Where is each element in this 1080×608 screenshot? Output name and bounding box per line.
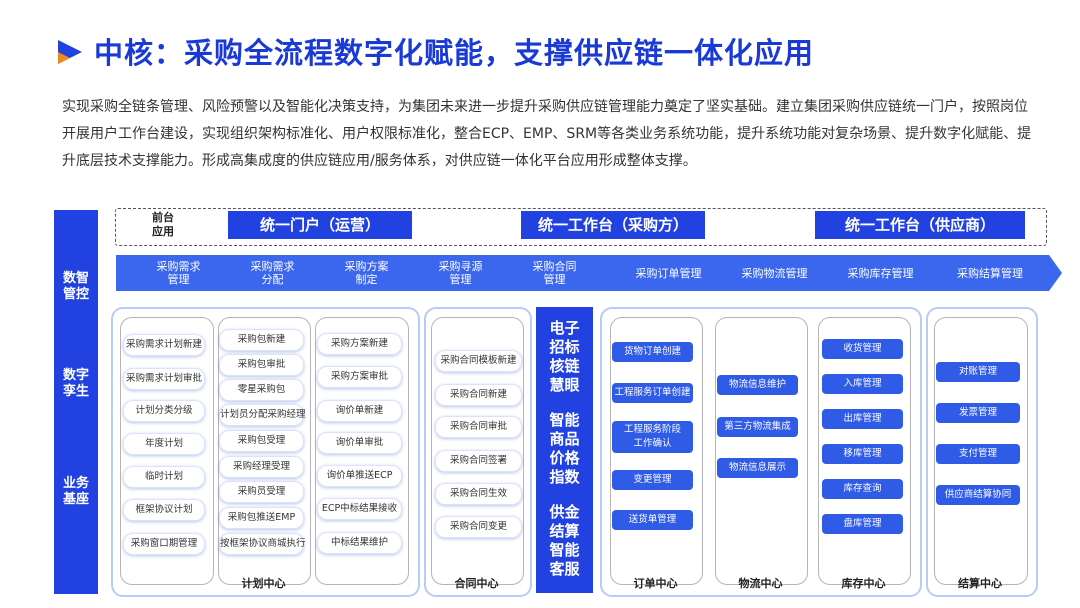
list-item: 采购方案审批 <box>317 366 402 388</box>
contract-center-label: 合同中心 <box>454 577 499 590</box>
list-item: 对账管理 <box>936 362 1020 382</box>
list-item: 采购合同变更 <box>435 516 522 538</box>
intelligent-services-block: 电子 招标 核链 慧眼 智能 商品 价格 指数 供金 结算 智能 客服 <box>536 307 593 593</box>
list-item: 支付管理 <box>936 444 1020 464</box>
list-item: 移库管理 <box>822 444 903 464</box>
list-item: 变更管理 <box>612 470 693 490</box>
list-item: 库存查询 <box>822 479 903 499</box>
portal-buyer-workbench: 统一工作台（采购方） <box>521 211 705 239</box>
layer-label-smart-control: 数智 管控 <box>62 271 89 302</box>
list-item: 框架协议计划 <box>123 499 205 521</box>
list-item: 采购需求计划新建 <box>123 334 205 356</box>
list-item: 工程服务订单创建 <box>612 383 693 403</box>
list-item: 盘库管理 <box>822 514 903 534</box>
list-item: 供应商结算协同 <box>936 485 1020 505</box>
list-item: 出库管理 <box>822 409 903 429</box>
list-item: 年度计划 <box>123 433 205 455</box>
list-item: 询价单推送ECP <box>317 465 402 487</box>
settlement-center-label: 结算中心 <box>958 577 1002 590</box>
list-item: 货物订单创建 <box>612 342 693 362</box>
service-price-index: 智能 商品 价格 指数 <box>549 411 580 486</box>
list-item: 采购窗口期管理 <box>123 533 205 555</box>
order-center-label: 订单中心 <box>633 577 678 590</box>
title-play-icon <box>58 40 82 64</box>
intro-paragraph: 实现采购全链条管理、风险预警以及智能化决策支持，为集团未来进一步提升采购供应链管… <box>62 99 1032 169</box>
list-item: 工程服务阶段 工作确认 <box>612 421 693 453</box>
list-item: 采购包受理 <box>219 430 304 452</box>
inventory-center-label: 库存中心 <box>841 577 886 590</box>
list-item: 采购合同模板新建 <box>435 350 522 372</box>
list-item: 采购合同审批 <box>435 416 522 438</box>
service-finance-support: 供金 结算 智能 客服 <box>549 503 580 578</box>
process-step-settlement: 采购结算管理 <box>918 255 1062 291</box>
layer-column: 数智 管控 数字 孪生 业务 基座 <box>54 210 98 594</box>
list-item: 采购合同生效 <box>435 483 522 505</box>
list-item: 第三方物流集成 <box>717 417 798 437</box>
portal-supplier-workbench: 统一工作台（供应商） <box>815 211 1025 239</box>
logistics-col <box>715 317 808 585</box>
list-item: 中标结果维护 <box>317 532 402 554</box>
front-app-label: 前台 应用 <box>152 211 174 238</box>
plan-center-label: 计划中心 <box>241 577 286 590</box>
list-item: 采购包新建 <box>219 329 304 351</box>
list-item: 按框架协议商城执行 <box>219 533 306 555</box>
list-item: 采购包审批 <box>219 354 304 376</box>
list-item: 临时计划 <box>123 466 205 488</box>
list-item: 物流信息展示 <box>717 458 798 478</box>
list-item: 采购方案新建 <box>317 333 402 355</box>
page-title: 中核：采购全流程数字化赋能，支撑供应链一体化应用 <box>94 36 815 70</box>
list-item: 采购需求计划审批 <box>123 368 205 390</box>
service-bidding-eye: 电子 招标 核链 慧眼 <box>549 319 580 394</box>
list-item: 物流信息维护 <box>717 375 798 395</box>
layer-label-digital-twin: 数字 孪生 <box>62 368 89 399</box>
list-item: 入库管理 <box>822 374 903 394</box>
front-app-frame <box>115 208 1047 246</box>
list-item: 采购合同签署 <box>435 450 522 472</box>
list-item: 送货单管理 <box>612 510 693 530</box>
list-item: 计划分类分级 <box>123 400 205 422</box>
list-item: 询价单审批 <box>317 432 402 454</box>
portal-operations: 统一门户（运营） <box>228 211 412 239</box>
list-item: 采购员受理 <box>219 481 304 503</box>
list-item: 采购合同新建 <box>435 384 522 406</box>
layer-label-business-base: 业务 基座 <box>62 476 89 507</box>
list-item: 计划员分配采购经理 <box>219 404 306 426</box>
list-item: 零星采购包 <box>219 379 304 401</box>
list-item: ECP中标结果接收 <box>317 498 402 520</box>
list-item: 询价单新建 <box>317 400 402 422</box>
logistics-center-label: 物流中心 <box>738 577 783 590</box>
process-step-contract: 采购合同 管理 <box>492 255 617 291</box>
list-item: 发票管理 <box>936 403 1020 423</box>
list-item: 收货管理 <box>822 339 903 359</box>
list-item: 采购包推送EMP <box>219 507 304 529</box>
list-item: 采购经理受理 <box>219 456 304 478</box>
